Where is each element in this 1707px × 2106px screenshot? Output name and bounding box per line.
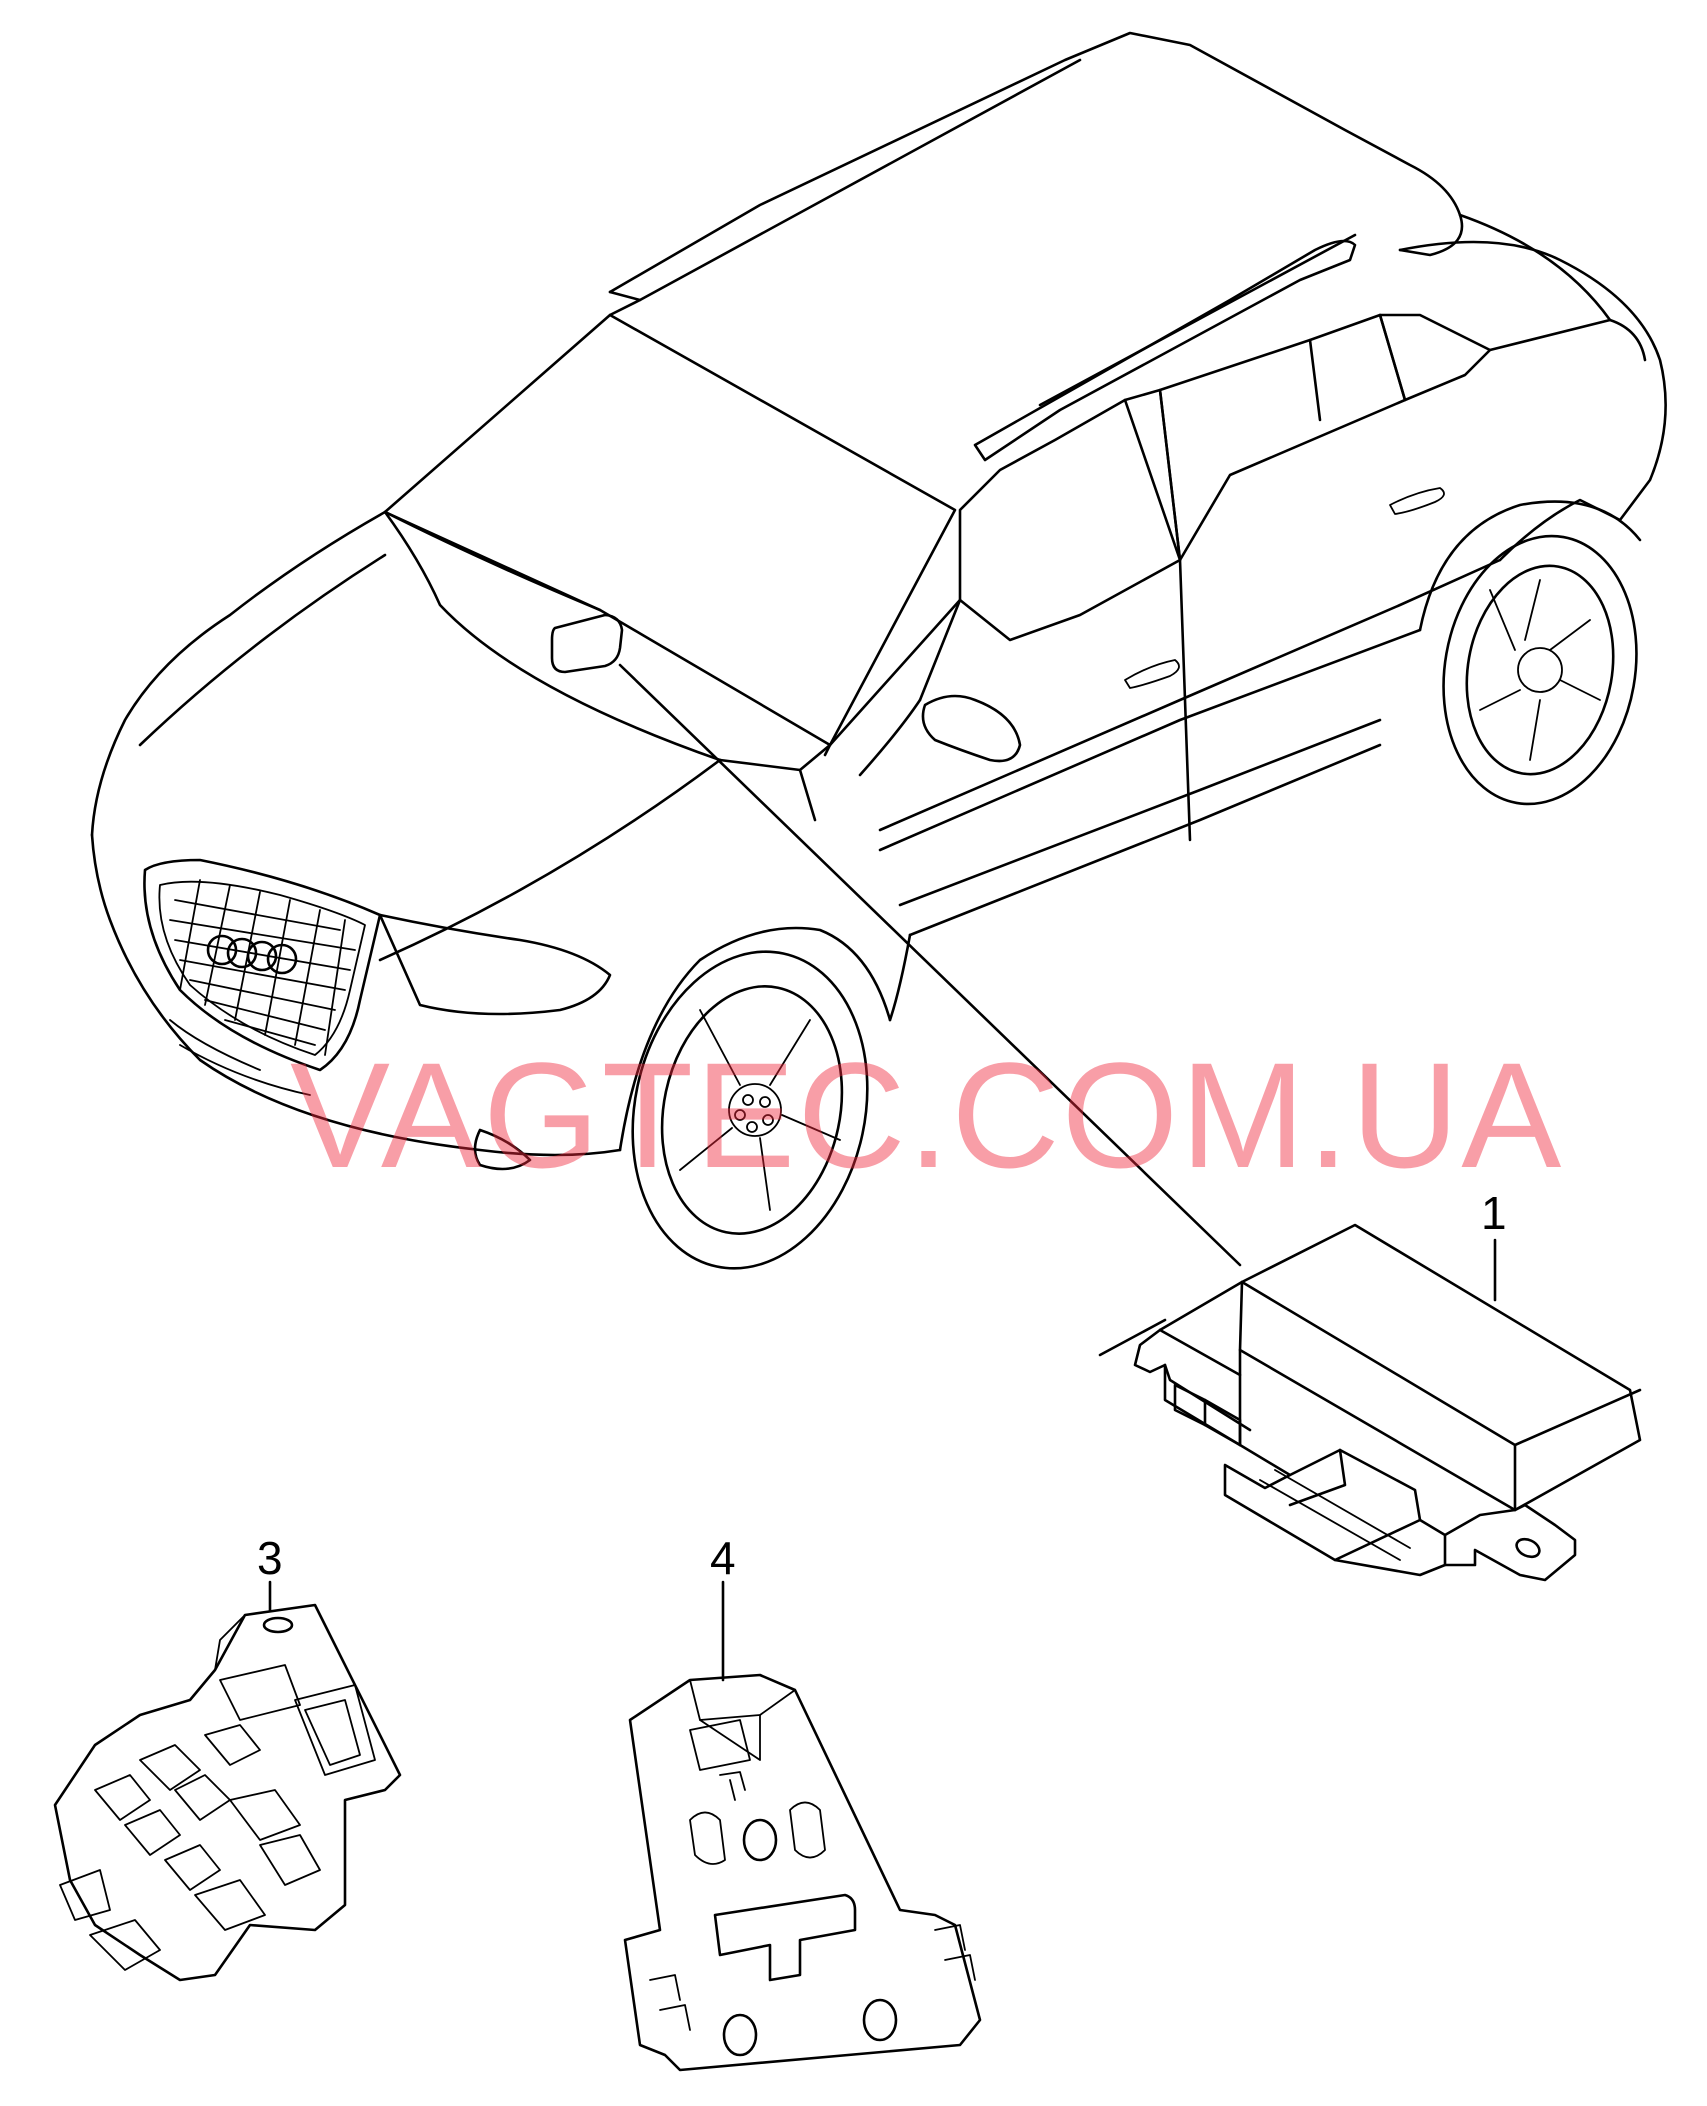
callout-label-4: 4 [710, 1532, 736, 1584]
part-1-control-unit [1098, 1223, 1642, 1582]
callout-label-1: 1 [1481, 1187, 1507, 1239]
part-4-holder-plate [623, 1580, 982, 2072]
part-3-mounting-bracket [53, 1580, 402, 1982]
watermark-text: VAGTEC.COM.UA [290, 1031, 1564, 1199]
part-location-marker [550, 613, 624, 674]
car-illustration [90, 31, 1667, 1270]
callout-label-3: 3 [257, 1532, 283, 1584]
leader-line-part-1 [618, 663, 1242, 1267]
